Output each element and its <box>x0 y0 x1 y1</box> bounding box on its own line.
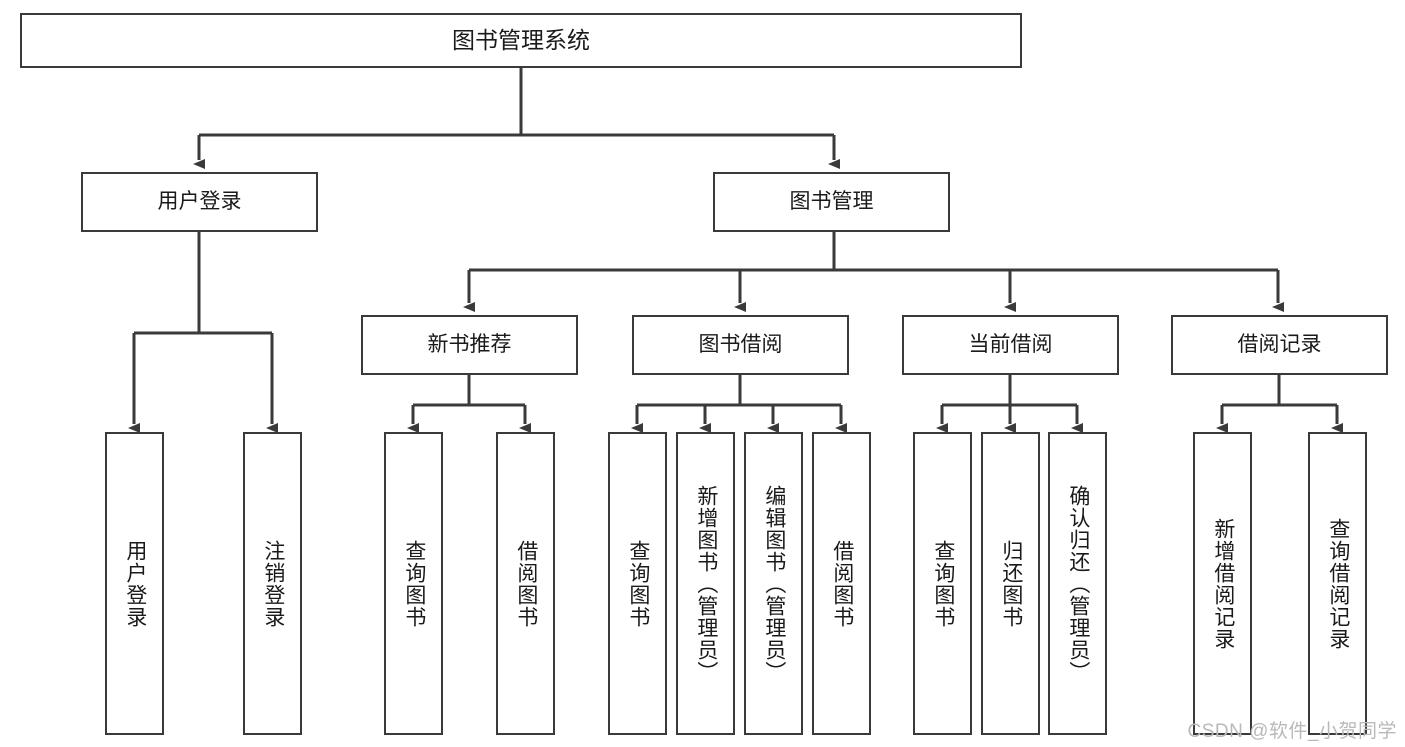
node-leaf-confirm-return[interactable]: 确认归还（管理员） <box>1048 432 1107 735</box>
node-label: 图书借阅 <box>698 332 783 356</box>
node-leaf-user-login[interactable]: 用户登录 <box>105 432 164 735</box>
node-label: 用户登录 <box>157 189 242 213</box>
node-book-management[interactable]: 图书管理 <box>713 172 950 232</box>
node-leaf-user-logout[interactable]: 注销登录 <box>243 432 302 735</box>
node-leaf-query-record[interactable]: 查询借阅记录 <box>1308 432 1367 735</box>
node-leaf-edit-book[interactable]: 编辑图书（管理员） <box>744 432 803 735</box>
node-label: 编辑图书（管理员） <box>762 484 786 683</box>
node-leaf-add-record[interactable]: 新增借阅记录 <box>1193 432 1252 735</box>
node-label: 确认归还（管理员） <box>1066 484 1090 683</box>
node-leaf-query-book-1[interactable]: 查询图书 <box>384 432 443 735</box>
node-borrow-record[interactable]: 借阅记录 <box>1171 315 1388 375</box>
node-label: 注销登录 <box>261 539 285 628</box>
node-new-book-recommend[interactable]: 新书推荐 <box>361 315 578 375</box>
node-user-login[interactable]: 用户登录 <box>81 172 318 232</box>
node-label: 借阅图书 <box>514 539 538 628</box>
node-label: 新增借阅记录 <box>1211 517 1235 650</box>
node-leaf-query-book-2[interactable]: 查询图书 <box>608 432 667 735</box>
node-label: 查询图书 <box>931 539 955 628</box>
node-label: 查询图书 <box>402 539 426 628</box>
node-label: 图书管理 <box>789 189 874 213</box>
node-label: 当前借阅 <box>968 332 1053 356</box>
node-label: 新增图书（管理员） <box>694 484 718 683</box>
node-label: 新书推荐 <box>427 332 512 356</box>
node-root-system[interactable]: 图书管理系统 <box>20 13 1022 68</box>
node-label: 归还图书 <box>999 539 1023 628</box>
csdn-watermark: CSDN @软件_小贺同学 <box>1187 721 1397 742</box>
node-book-borrow[interactable]: 图书借阅 <box>632 315 849 375</box>
node-label: 图书管理系统 <box>452 26 590 53</box>
node-label: 用户登录 <box>123 539 147 628</box>
node-label: 借阅记录 <box>1237 332 1322 356</box>
node-leaf-query-book-3[interactable]: 查询图书 <box>913 432 972 735</box>
node-leaf-add-book[interactable]: 新增图书（管理员） <box>676 432 735 735</box>
node-leaf-borrow-book-2[interactable]: 借阅图书 <box>812 432 871 735</box>
node-leaf-borrow-book-1[interactable]: 借阅图书 <box>496 432 555 735</box>
node-label: 查询图书 <box>626 539 650 628</box>
node-label: 借阅图书 <box>830 539 854 628</box>
node-current-borrow[interactable]: 当前借阅 <box>902 315 1119 375</box>
node-label: 查询借阅记录 <box>1326 517 1350 650</box>
node-leaf-return-book[interactable]: 归还图书 <box>981 432 1040 735</box>
